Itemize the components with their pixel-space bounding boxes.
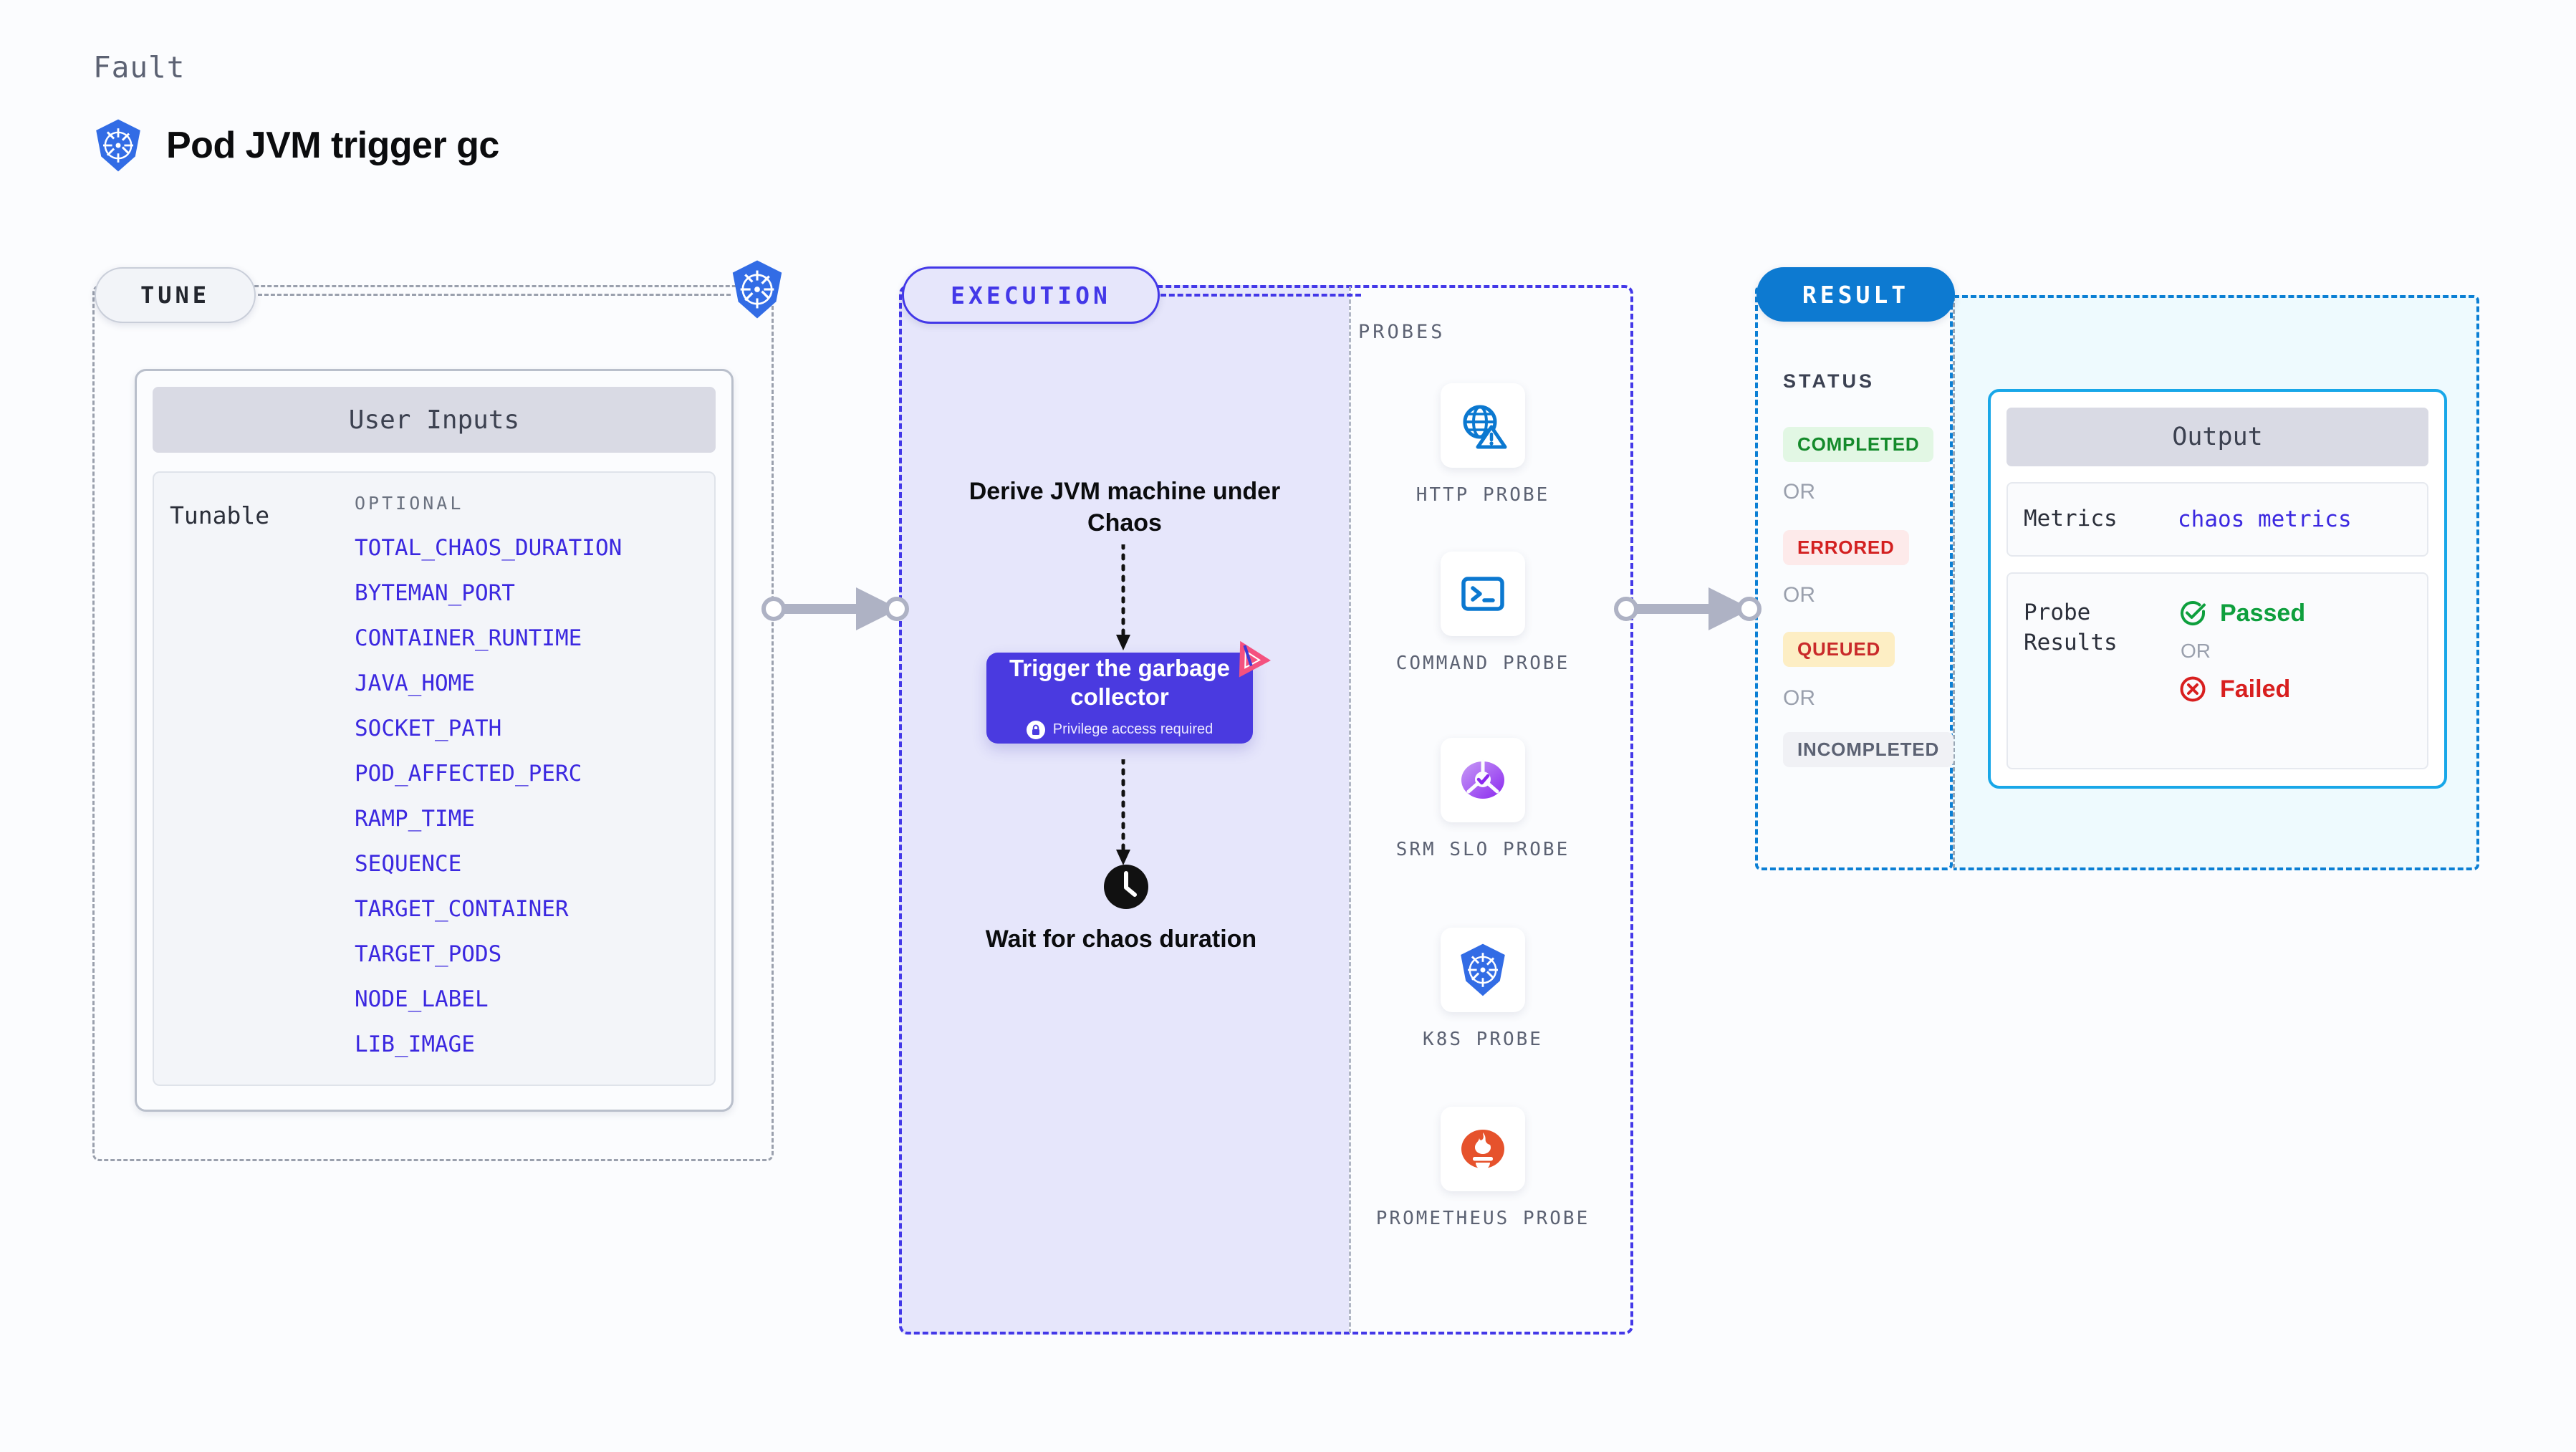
x-circle-icon xyxy=(2180,676,2206,702)
probe-item-k8s[interactable]: K8S PROBE xyxy=(1375,928,1590,1053)
result-status-output-divider xyxy=(1953,297,1955,868)
probe-caption: PROMETHEUS PROBE xyxy=(1375,1208,1590,1229)
probe-tile xyxy=(1441,552,1525,636)
tunable-item[interactable]: TARGET_CONTAINER xyxy=(355,896,569,922)
probe-caption: HTTP PROBE xyxy=(1416,484,1550,506)
tunable-item[interactable]: NODE_LABEL xyxy=(355,986,489,1012)
probe-result-passed: Passed xyxy=(2178,598,2427,628)
fault-label: Fault xyxy=(93,50,186,85)
clock-icon xyxy=(1104,865,1148,909)
tunable-item[interactable]: POD_AFFECTED_PERC xyxy=(355,761,582,787)
terminal-icon xyxy=(1461,577,1504,611)
user-inputs-card: User Inputs Tunable OPTIONAL TOTAL_CHAOS… xyxy=(135,369,734,1112)
probe-item-srm-slo[interactable]: SRM SLO PROBE xyxy=(1375,738,1590,863)
tunable-item[interactable]: LIB_IMAGE xyxy=(355,1032,475,1057)
kubernetes-logo-icon xyxy=(1461,943,1505,996)
tunable-item[interactable]: SEQUENCE xyxy=(355,851,462,877)
execution-step-wait: Wait for chaos duration xyxy=(985,925,1257,953)
probes-label: PROBES xyxy=(1358,321,1446,343)
globe-warning-icon xyxy=(1463,405,1507,449)
probe-item-command[interactable]: COMMAND PROBE xyxy=(1375,552,1590,677)
metrics-key: Metrics xyxy=(2024,506,2118,532)
execution-fill xyxy=(899,285,1349,1335)
tune-connector-dashed-line xyxy=(258,294,731,296)
dotted-arrow-down-icon xyxy=(1116,544,1130,650)
privilege-text: Privilege access required xyxy=(1052,721,1213,738)
execution-stage-pill[interactable]: EXECUTION xyxy=(902,266,1160,324)
probe-caption: SRM SLO PROBE xyxy=(1395,839,1570,860)
execution-connector-dashed-line xyxy=(1160,294,1361,297)
tunable-item[interactable]: RAMP_TIME xyxy=(355,806,475,832)
execution-step-derive: Derive JVM machine under Chaos xyxy=(969,478,1281,537)
tunable-item[interactable]: TOTAL_CHAOS_DURATION xyxy=(355,535,623,561)
execution-region xyxy=(899,285,1633,1335)
tunable-item[interactable]: BYTEMAN_PORT xyxy=(355,580,515,606)
probe-tile xyxy=(1441,383,1525,468)
probe-tile xyxy=(1441,738,1525,822)
tunable-item[interactable]: SOCKET_PATH xyxy=(355,716,502,741)
tunable-item[interactable]: JAVA_HOME xyxy=(355,670,475,696)
status-badge-errored: ERRORED xyxy=(1783,530,1909,565)
srm-slo-icon xyxy=(1461,759,1504,799)
probe-item-prometheus[interactable]: PROMETHEUS PROBE xyxy=(1375,1107,1590,1232)
page-title: Pod JVM trigger gc xyxy=(166,125,499,166)
probe-item-http[interactable]: HTTP PROBE xyxy=(1375,383,1590,509)
tune-stage-pill[interactable]: TUNE xyxy=(95,267,256,323)
status-or-3: OR xyxy=(1783,686,1815,710)
connector-tune-to-execution xyxy=(761,587,909,630)
passed-label: Passed xyxy=(2220,599,2306,627)
kubernetes-logo-icon xyxy=(96,119,140,172)
probe-results-key: Probe Results xyxy=(2024,600,2118,655)
dotted-arrow-down-icon xyxy=(1116,759,1130,865)
probe-results-row: Probe Results Passed OR Failed xyxy=(2007,572,2428,769)
result-stage-pill[interactable]: RESULT xyxy=(1756,267,1955,322)
probe-results-values: Passed OR Failed xyxy=(2178,598,2427,768)
litmus-logo-icon xyxy=(1239,640,1271,678)
output-card: Output Metrics chaos metrics Probe Resul… xyxy=(1988,389,2447,789)
gc-step-title: Trigger the garbage collector xyxy=(1009,655,1231,710)
probe-tile xyxy=(1441,928,1525,1012)
connector-probes-to-result xyxy=(1614,587,1762,630)
check-circle-icon xyxy=(2181,601,2206,625)
tunable-box: Tunable OPTIONAL TOTAL_CHAOS_DURATION BY… xyxy=(153,471,716,1086)
output-header: Output xyxy=(2007,408,2428,466)
kubernetes-logo-icon xyxy=(732,260,782,319)
tunable-item[interactable]: TARGET_PODS xyxy=(355,941,502,967)
status-badge-incompleted: INCOMPLETED xyxy=(1783,732,1954,767)
optional-label: OPTIONAL xyxy=(355,493,464,514)
tunable-label: Tunable xyxy=(170,501,270,529)
probe-result-or: OR xyxy=(2181,640,2211,662)
status-badge-queued: QUEUED xyxy=(1783,632,1895,667)
user-inputs-header: User Inputs xyxy=(153,387,716,453)
status-or-1: OR xyxy=(1783,480,1815,504)
page-title-row: Pod JVM trigger gc xyxy=(93,118,499,173)
probe-caption: K8S PROBE xyxy=(1423,1029,1543,1050)
tunable-list: OPTIONAL TOTAL_CHAOS_DURATION BYTEMAN_PO… xyxy=(349,493,707,1085)
probe-caption: COMMAND PROBE xyxy=(1395,653,1570,674)
prometheus-logo-icon xyxy=(1461,1130,1504,1170)
status-label: STATUS xyxy=(1783,370,1875,392)
status-or-2: OR xyxy=(1783,583,1815,607)
lock-icon xyxy=(1026,720,1045,739)
metrics-value[interactable]: chaos metrics xyxy=(2178,506,2352,532)
failed-label: Failed xyxy=(2220,675,2291,703)
execution-probes-divider xyxy=(1349,287,1351,1333)
metrics-row: Metrics chaos metrics xyxy=(2007,482,2428,557)
probe-tile xyxy=(1441,1107,1525,1191)
status-badge-completed: COMPLETED xyxy=(1783,427,1934,462)
privilege-badge: Privilege access required xyxy=(1026,720,1213,739)
tunable-item[interactable]: CONTAINER_RUNTIME xyxy=(355,625,582,651)
probe-result-failed: Failed xyxy=(2178,674,2427,704)
gc-step-card[interactable]: Trigger the garbage collector Privilege … xyxy=(986,653,1253,744)
